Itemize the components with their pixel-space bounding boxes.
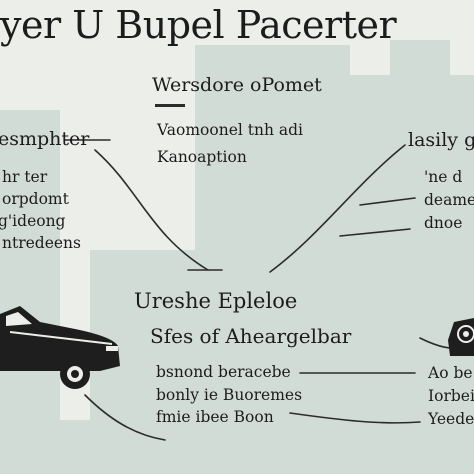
bottom-line-1: bsnond beracebe <box>156 363 291 381</box>
left-line-3: g'ideong <box>0 212 66 230</box>
right-line-3: dnoe <box>424 214 463 232</box>
middle-heading-1: Ureshe Epleloe <box>134 289 298 313</box>
connector-line <box>289 412 421 424</box>
bg-building <box>195 45 350 474</box>
top-heading: Wersdore oPomet <box>152 74 322 96</box>
connector-line <box>359 197 416 206</box>
connector-line <box>269 144 406 273</box>
top-line-1: Vaomoonel tnh adi <box>157 121 303 139</box>
bottom-right-line-3: Yeedes <box>428 410 474 428</box>
right-line-1: 'ne d <box>424 168 463 186</box>
bg-building <box>0 110 60 474</box>
heading-underline <box>155 104 185 107</box>
left-line-1: hr ter <box>2 168 48 186</box>
middle-heading-2: Sfes of Aheargelbar <box>150 324 352 348</box>
connector-line <box>339 228 411 237</box>
right-heading: lasily g <box>408 129 474 151</box>
bg-building <box>350 75 474 474</box>
bottom-line-2: bonly ie Buoremes <box>156 386 303 404</box>
connector-line <box>94 149 209 271</box>
top-line-2: Kanoaption <box>157 148 247 166</box>
left-line-2: orpdomt <box>2 190 69 208</box>
car-icon <box>0 306 120 389</box>
bottom-right-line-2: Iorbeis <box>428 387 474 405</box>
connector-line <box>419 337 451 349</box>
right-line-2: deame <box>424 191 474 209</box>
car-icon-right <box>448 318 474 356</box>
bg-building <box>60 420 474 474</box>
bottom-right-line-1: Ao be <box>428 364 473 382</box>
bottom-line-3: fmie ibee Boon <box>156 408 274 426</box>
bg-building <box>390 40 450 100</box>
left-line-4: ntredeens <box>2 234 81 252</box>
connector-line <box>84 394 166 441</box>
page-title: yer U Bupel Pacerter <box>0 3 397 47</box>
left-heading: esmphter <box>0 128 90 150</box>
